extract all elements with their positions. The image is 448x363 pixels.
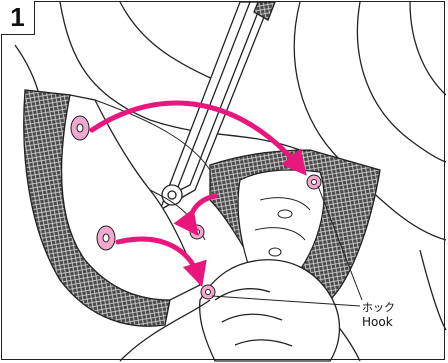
hook-callout: ホック Hook bbox=[362, 300, 395, 330]
hook-label-ja: ホック bbox=[362, 300, 395, 315]
hook-label-en: Hook bbox=[362, 315, 395, 330]
step-number-badge: 1 bbox=[1, 1, 35, 35]
